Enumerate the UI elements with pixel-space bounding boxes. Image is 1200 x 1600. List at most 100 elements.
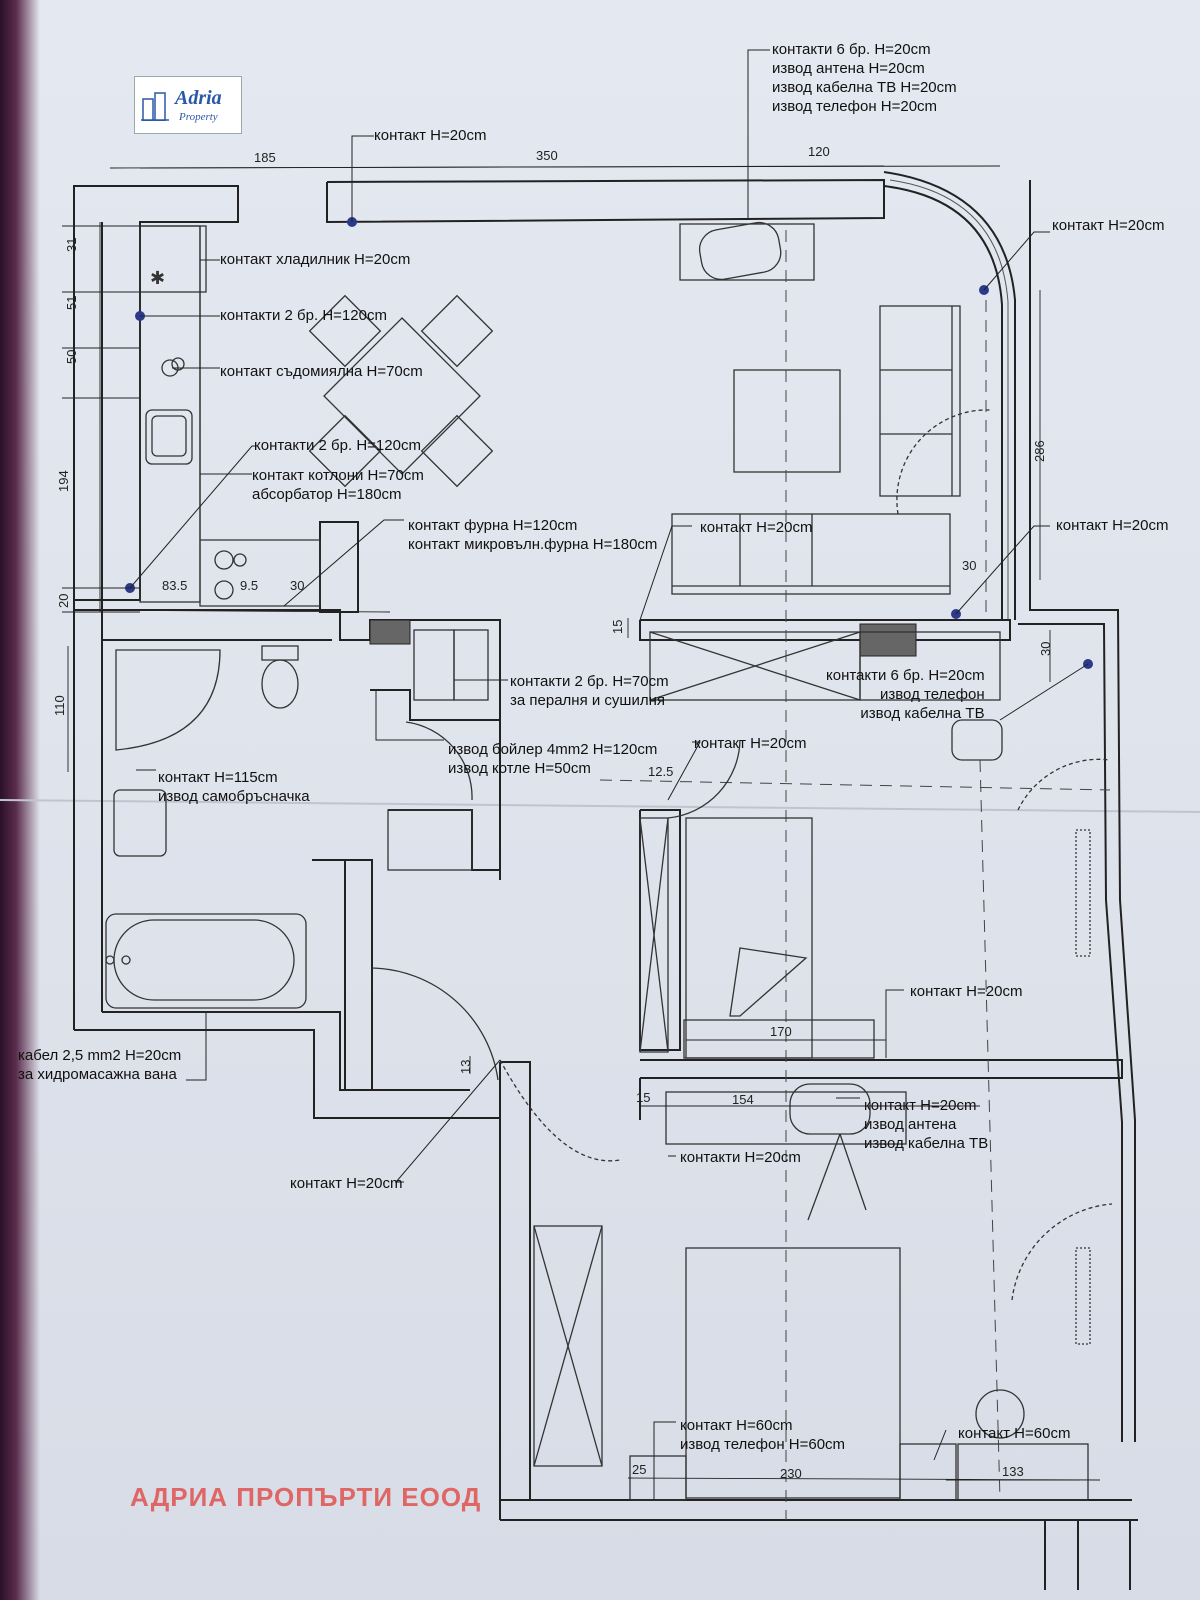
wardrobe-1	[639, 817, 669, 1053]
label-boiler-1: извод бойлер 4mm2 H=120cm	[448, 741, 658, 758]
dim-133: 133	[1002, 1464, 1024, 1479]
logo-name: Adria	[175, 87, 222, 109]
dim-15b: 15	[636, 1090, 651, 1105]
label-washer-2: за пералня и сушилня	[510, 692, 665, 709]
toilet	[261, 659, 299, 709]
lamp-line-2	[839, 1133, 867, 1211]
kitchen: ✱	[139, 225, 321, 607]
dash-4	[979, 759, 1001, 1501]
label-top-tv-1: контакти 6 бр. H=20cm	[772, 41, 931, 58]
wall-living-bottom	[639, 619, 1011, 641]
tap-1	[105, 955, 115, 965]
dim-50: 50	[64, 349, 79, 364]
dim-83-5: 83.5	[162, 578, 188, 593]
fridge	[139, 225, 207, 293]
dim-194: 194	[56, 470, 71, 492]
label-contacts-20: контакти H=20cm	[680, 1149, 801, 1166]
bedroom-2	[533, 1083, 1113, 1501]
label-hob: контакт котлони H=70cm абсорбатор H=180c…	[252, 466, 424, 504]
door-arc-bed2	[1011, 1203, 1113, 1301]
dim-154: 154	[732, 1092, 754, 1107]
door-arc-living	[896, 409, 991, 515]
dim-110: 110	[52, 695, 67, 716]
dim-170: 170	[770, 1024, 792, 1039]
bed-2	[685, 1247, 901, 1499]
dim-12-5: 12.5	[648, 764, 674, 779]
bathroom	[105, 629, 741, 1009]
label-dishwasher: контакт съдомиялна H=70cm	[220, 363, 423, 380]
wall-bath-divider	[312, 859, 373, 1090]
tv-stand-2	[665, 1091, 907, 1145]
label-tv-wall-3: извод кабелна ТВ	[860, 705, 985, 722]
label-boiler: извод бойлер 4mm2 H=120cm извод котле H=…	[448, 740, 657, 778]
outer-walls	[73, 171, 1138, 1590]
label-hob-2: абсорбатор H=180cm	[252, 486, 402, 503]
chair-3	[308, 414, 382, 488]
dishwasher-symbol2	[171, 357, 185, 371]
label-tv-wall: контакти 6 бр. H=20cm извод телефон изво…	[826, 666, 985, 723]
living-room	[649, 221, 1003, 761]
wall-bath-hall	[388, 809, 500, 871]
dim-9-5: 9.5	[240, 578, 259, 593]
label-center-contact: контакт H=20cm	[700, 519, 813, 536]
bathtub-inner	[113, 919, 295, 1001]
dim-120: 120	[808, 144, 830, 159]
bed-1-fold	[729, 947, 808, 1017]
label-bath-cable-2: за хидромасажна вана	[18, 1066, 177, 1083]
label-bed2-tv-1: контакт H=20cm	[864, 1097, 977, 1114]
wall-bedrooms	[640, 1059, 1123, 1079]
label-oven-1: контакт фурна H=120cm	[408, 517, 578, 534]
dryer	[453, 629, 489, 701]
label-bed2-tv-2: извод антена	[864, 1116, 957, 1133]
label-top-contact: контакт H=20cm	[374, 127, 487, 144]
logo-sub: Property	[179, 111, 218, 123]
label-top-tv-4: извод телефон H=20cm	[772, 98, 938, 115]
bedroom-1	[371, 758, 1111, 1162]
door-arc-hall	[667, 739, 741, 819]
dim-30c: 30	[1038, 641, 1053, 656]
door-arc-bed1	[371, 967, 499, 1081]
label-right-contact1: контакт H=20cm	[1052, 217, 1165, 234]
wall-right-inner	[1018, 623, 1123, 1442]
dim-350: 350	[536, 148, 558, 163]
dim-286: 286	[1032, 440, 1047, 462]
curved-bay-window	[889, 179, 1009, 620]
armchair-top	[698, 221, 782, 281]
column-hatch-1	[369, 619, 411, 645]
desk-2	[957, 1443, 1089, 1501]
label-entry-contact: контакт H=20cm	[290, 1175, 403, 1192]
hatched-columns	[369, 619, 917, 657]
dim-51: 51	[64, 295, 79, 310]
dining-table	[308, 294, 494, 488]
dash-3	[599, 779, 1111, 791]
label-tv-wall-2: извод телефон	[880, 686, 985, 703]
sink-inner	[151, 415, 187, 457]
desk-chair	[951, 719, 1003, 761]
tap-2	[121, 955, 131, 965]
tv-wall-unit-x2	[649, 631, 861, 701]
wall-column	[319, 521, 359, 613]
wardrobe-1-x2	[639, 817, 669, 1053]
label-bed2-tv-3: извод кабелна ТВ	[864, 1135, 989, 1152]
label-shaver-2: извод самобръсначка	[158, 788, 310, 805]
radiator-1	[1075, 829, 1091, 957]
paper-fold	[0, 799, 1200, 813]
wall-entry	[499, 1061, 531, 1520]
label-washer-1: контакти 2 бр. H=70cm	[510, 673, 669, 690]
label-contacts2-120: контакти 2 бр. H=120cm	[220, 307, 387, 324]
label-boiler-2: извод котле H=50cm	[448, 760, 591, 777]
wall-top-left	[73, 185, 239, 601]
label-top-tv: контакти 6 бр. H=20cm извод антена H=20c…	[772, 40, 957, 116]
label-shaver: контакт H=115cm извод самобръсначка	[158, 768, 310, 806]
shower	[115, 649, 221, 751]
label-bedroom1-contact: контакт H=20cm	[910, 983, 1023, 1000]
label-bath-cable-1: кабел 2,5 mm2 H=20cm	[18, 1047, 182, 1064]
column-hatch-2	[859, 623, 917, 657]
label-bed2-tv: контакт H=20cm извод антена извод кабелн…	[864, 1096, 988, 1153]
table-top	[323, 317, 481, 475]
lamp-line-1	[807, 1133, 841, 1221]
coffee-table	[733, 369, 841, 473]
building-icon	[141, 92, 169, 121]
label-top-tv-2: извод антена H=20cm	[772, 60, 925, 77]
